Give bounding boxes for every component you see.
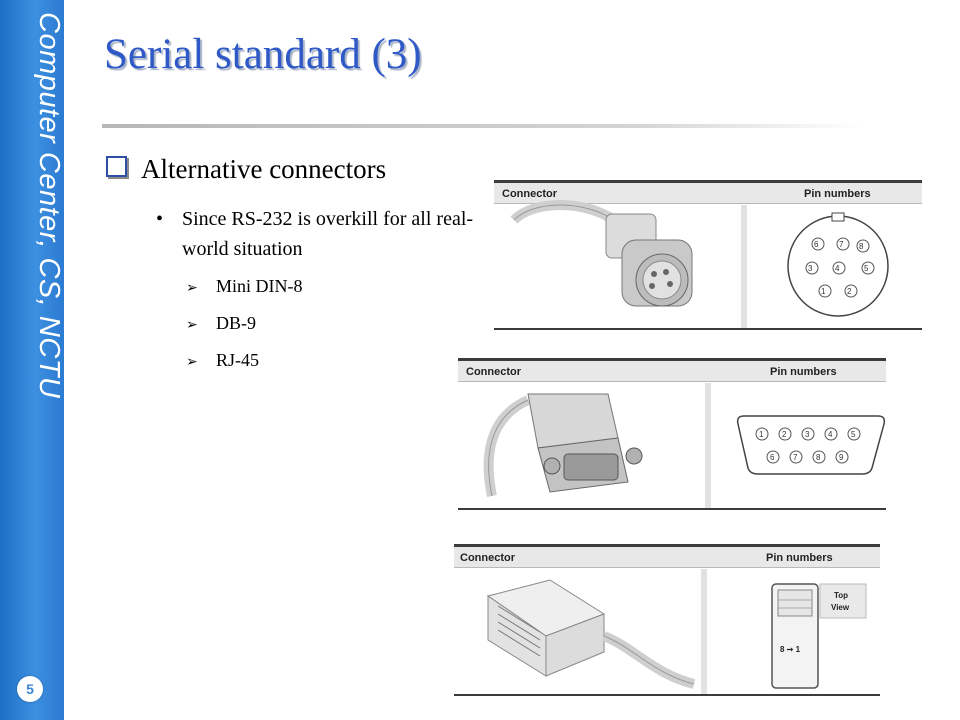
connector-header: Connector (466, 366, 521, 378)
svg-text:4: 4 (828, 430, 833, 439)
pin-numbers-header: Pin numbers (770, 366, 837, 378)
svg-text:3: 3 (805, 430, 810, 439)
dot-bullet-icon: • (156, 208, 164, 230)
sub-item-db9: ➢ DB-9 (186, 313, 256, 334)
arrow-bullet-icon: ➢ (186, 355, 198, 370)
bullet-text: Since RS-232 is overkill for all real-wo… (182, 208, 474, 260)
connector-header: Connector (502, 188, 557, 200)
sub-item-rj45: ➢ RJ-45 (186, 350, 259, 371)
svg-text:6: 6 (770, 453, 775, 462)
svg-text:2: 2 (847, 287, 852, 296)
page-number: 5 (17, 676, 43, 702)
sub-item-label: RJ-45 (216, 350, 260, 370)
mini-din-8-figure: Connector Pin numbers 6 7 8 3 4 5 1 2 (494, 180, 922, 330)
bullet-level-1: Alternative connectors (106, 154, 386, 185)
sidebar-label: Computer Center, CS, NCTU (33, 12, 65, 399)
checkbox-bullet-icon (106, 156, 127, 177)
svg-text:7: 7 (793, 453, 798, 462)
svg-text:9: 9 (839, 453, 844, 462)
rj-45-illustration: Top View 8 ➞ 1 (486, 569, 867, 694)
sub-item-label: DB-9 (216, 313, 256, 333)
top-view-label-line2: View (831, 603, 850, 612)
svg-text:3: 3 (808, 264, 813, 273)
svg-text:8: 8 (816, 453, 821, 462)
svg-text:5: 5 (864, 264, 869, 273)
connector-header: Connector (460, 552, 515, 564)
rj-45-figure: Connector Pin numbers Top View 8 ➞ 1 (454, 544, 880, 696)
svg-text:7: 7 (839, 240, 844, 249)
svg-text:2: 2 (782, 430, 787, 439)
svg-text:6: 6 (814, 240, 819, 249)
rj45-pin-caption: 8 ➞ 1 (780, 645, 801, 654)
arrow-bullet-icon: ➢ (186, 281, 198, 296)
bullet-text: Alternative connectors (141, 154, 387, 184)
sub-item-mini-din: ➢ Mini DIN-8 (186, 276, 303, 297)
db-9-illustration: 1 2 3 4 5 6 7 8 9 (483, 383, 886, 508)
top-view-label-line1: Top (834, 591, 848, 600)
svg-text:1: 1 (821, 287, 826, 296)
svg-text:4: 4 (835, 264, 840, 273)
pin-numbers-header: Pin numbers (804, 188, 871, 200)
pin-numbers-header: Pin numbers (766, 552, 833, 564)
sub-item-label: Mini DIN-8 (216, 276, 303, 296)
svg-text:1: 1 (759, 430, 764, 439)
slide-title: Serial standard (3) (104, 31, 422, 78)
svg-text:5: 5 (851, 430, 856, 439)
svg-text:8: 8 (859, 242, 864, 251)
sidebar: Computer Center, CS, NCTU 5 (0, 0, 65, 720)
title-divider (102, 124, 862, 128)
arrow-bullet-icon: ➢ (186, 318, 198, 333)
db-9-figure: Connector Pin numbers 1 2 3 4 5 6 7 8 9 (458, 358, 886, 510)
mini-din-8-illustration: 6 7 8 3 4 5 1 2 (510, 200, 889, 328)
